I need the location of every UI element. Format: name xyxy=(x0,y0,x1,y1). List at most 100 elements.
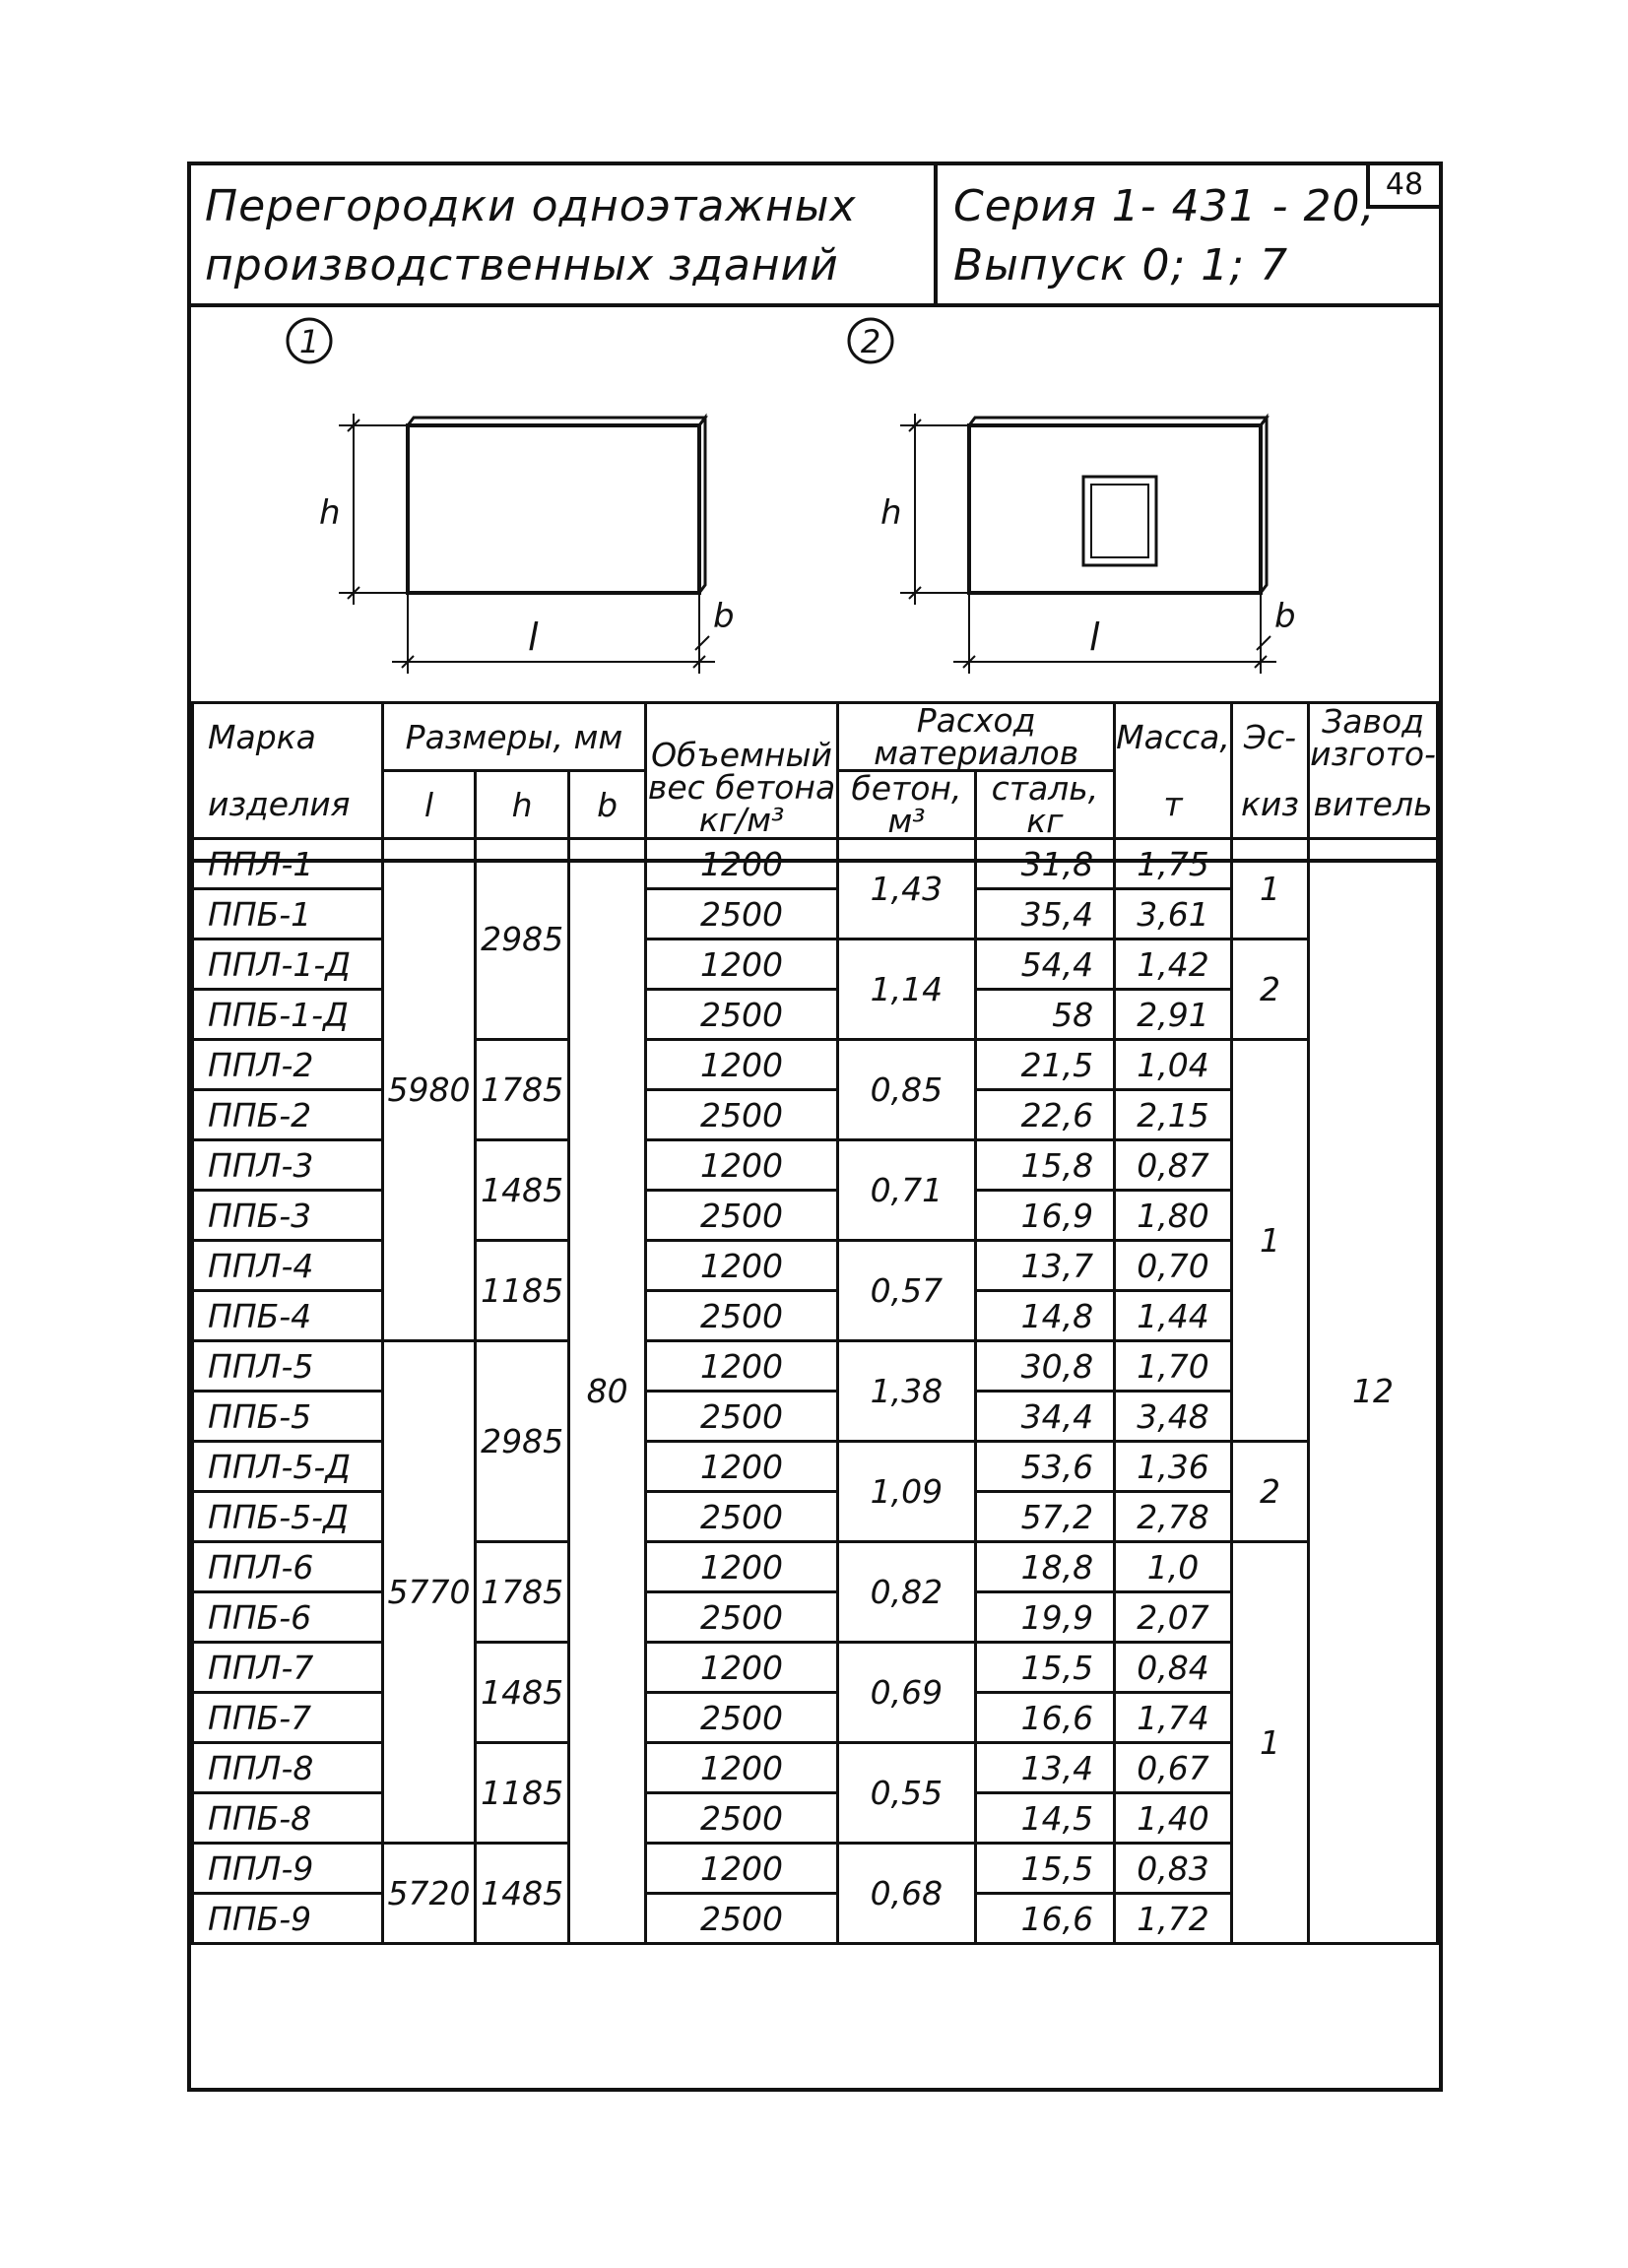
cell-mark: ППЛ-1 xyxy=(190,837,385,890)
header-materials-line-1: Расход xyxy=(916,702,1036,740)
drawing-2-tick-l-left xyxy=(962,655,976,669)
header-density-line-2: вес бетона xyxy=(647,770,836,807)
cell-concrete: 0,69 xyxy=(836,1641,977,1744)
cell-steel: 14,5 xyxy=(973,1791,1117,1845)
cell-density: 2500 xyxy=(643,988,840,1041)
cell-mark: ППЛ-9 xyxy=(190,1842,385,1895)
footer-blank-strip xyxy=(191,1997,1439,2088)
title-block: Перегородки одноэтажных производственных… xyxy=(191,162,1443,307)
cell-sketch: 1 xyxy=(1229,1038,1311,1443)
header-density-line-1: Объемный xyxy=(651,735,832,771)
drawing-1-tick-b xyxy=(694,635,710,651)
cell-concrete: 1,14 xyxy=(836,938,977,1041)
cell-concrete: 0,68 xyxy=(836,1842,977,1945)
cell-density: 1200 xyxy=(643,1540,840,1593)
cell-height: 1485 xyxy=(473,1842,571,1945)
cell-steel: 18,8 xyxy=(973,1540,1117,1593)
cell-mass: 1,44 xyxy=(1113,1289,1233,1342)
page-number: 48 xyxy=(1366,162,1443,209)
drawing-2-tick-b xyxy=(1256,635,1271,651)
cell-mark: ППБ-2 xyxy=(190,1088,385,1141)
cell-density: 1200 xyxy=(643,938,840,991)
cell-concrete: 0,85 xyxy=(836,1038,977,1141)
cell-mark: ППЛ-5 xyxy=(190,1339,385,1393)
cell-steel: 35,4 xyxy=(973,887,1117,940)
header-mark-2: изделия xyxy=(190,770,385,840)
cell-mark: ППБ-1-Д xyxy=(190,988,385,1041)
drawing-2-label-h: h xyxy=(880,493,902,533)
cell-mass: 2,07 xyxy=(1113,1590,1233,1644)
cell-concrete: 0,71 xyxy=(836,1138,977,1242)
panel-drawings-svg: 1 h l b 2 xyxy=(286,317,1296,674)
header-steel: сталь, кг xyxy=(973,769,1117,840)
header-density-2: вес бетона кг/м³ xyxy=(643,770,840,840)
cell-density: 1200 xyxy=(643,1339,840,1393)
cell-mark: ППЛ-2 xyxy=(190,1038,385,1091)
cell-mark: ППБ-6 xyxy=(190,1590,385,1644)
drawing-2-tick-h-top xyxy=(908,419,922,432)
cell-density: 2500 xyxy=(643,1189,840,1242)
cell-density: 1200 xyxy=(643,1741,840,1794)
cell-density: 2500 xyxy=(643,1892,840,1945)
header-materials: Расход материалов xyxy=(836,701,1117,772)
cell-steel: 22,6 xyxy=(973,1088,1117,1141)
drawing-2-panel xyxy=(967,423,1263,595)
cell-height: 1485 xyxy=(473,1138,571,1242)
drawing-1-tick-l-right xyxy=(692,655,706,669)
cell-mass: 1,80 xyxy=(1113,1189,1233,1242)
header-dimensions: Размеры, мм xyxy=(381,701,647,772)
cell-steel: 15,5 xyxy=(973,1842,1117,1895)
cell-concrete: 1,43 xyxy=(836,837,977,940)
cell-mass: 1,04 xyxy=(1113,1038,1233,1091)
cell-mark: ППБ-9 xyxy=(190,1892,385,1945)
cell-mass: 2,78 xyxy=(1113,1490,1233,1543)
cell-steel: 16,9 xyxy=(973,1189,1117,1242)
header-plant-3: витель xyxy=(1307,770,1439,840)
drawing-2-tick-l-right xyxy=(1254,655,1268,669)
cell-mark: ППБ-5 xyxy=(190,1390,385,1443)
specification-table-wrap: Марка Размеры, мм Объемный Расход матери… xyxy=(190,701,1439,1945)
header-steel-label: сталь, xyxy=(991,770,1099,808)
drawing-1-tick-h-bottom xyxy=(347,586,360,600)
cell-steel: 15,8 xyxy=(973,1138,1117,1192)
cell-mark: ППЛ-4 xyxy=(190,1239,385,1292)
header-mark: Марка xyxy=(190,701,385,771)
cell-density: 1200 xyxy=(643,1440,840,1493)
cell-thickness: 80 xyxy=(567,837,647,1945)
cell-density: 2500 xyxy=(643,1289,840,1342)
cell-steel: 14,8 xyxy=(973,1289,1117,1342)
cell-mass: 2,91 xyxy=(1113,988,1233,1041)
drawing-2-side-edge xyxy=(1259,413,1269,594)
cell-mark: ППБ-7 xyxy=(190,1691,385,1744)
cell-mass: 0,70 xyxy=(1113,1239,1233,1292)
cell-mass: 1,40 xyxy=(1113,1791,1233,1845)
cell-density: 1200 xyxy=(643,1842,840,1895)
header-sketch-2: киз xyxy=(1229,770,1311,840)
cell-mass: 1,72 xyxy=(1113,1892,1233,1945)
cell-steel: 53,6 xyxy=(973,1440,1117,1493)
cell-steel: 34,4 xyxy=(973,1390,1117,1443)
drawing-1-label-b: b xyxy=(713,597,735,636)
drawing-1-label-l: l xyxy=(528,616,539,659)
cell-steel: 31,8 xyxy=(973,837,1117,890)
header-steel-unit: кг xyxy=(1026,802,1064,839)
cell-mass: 0,87 xyxy=(1113,1138,1233,1192)
cell-density: 2500 xyxy=(643,887,840,940)
cell-sketch: 1 xyxy=(1229,837,1311,940)
series-line-2: Выпуск 0; 1; 7 xyxy=(953,240,1289,291)
cell-mark: ППБ-3 xyxy=(190,1189,385,1242)
cell-sketch: 2 xyxy=(1229,938,1311,1041)
cell-density: 2500 xyxy=(643,1590,840,1644)
cell-concrete: 0,57 xyxy=(836,1239,977,1342)
header-mass-unit: т xyxy=(1113,770,1233,840)
cell-mark: ППЛ-5-Д xyxy=(190,1440,385,1493)
